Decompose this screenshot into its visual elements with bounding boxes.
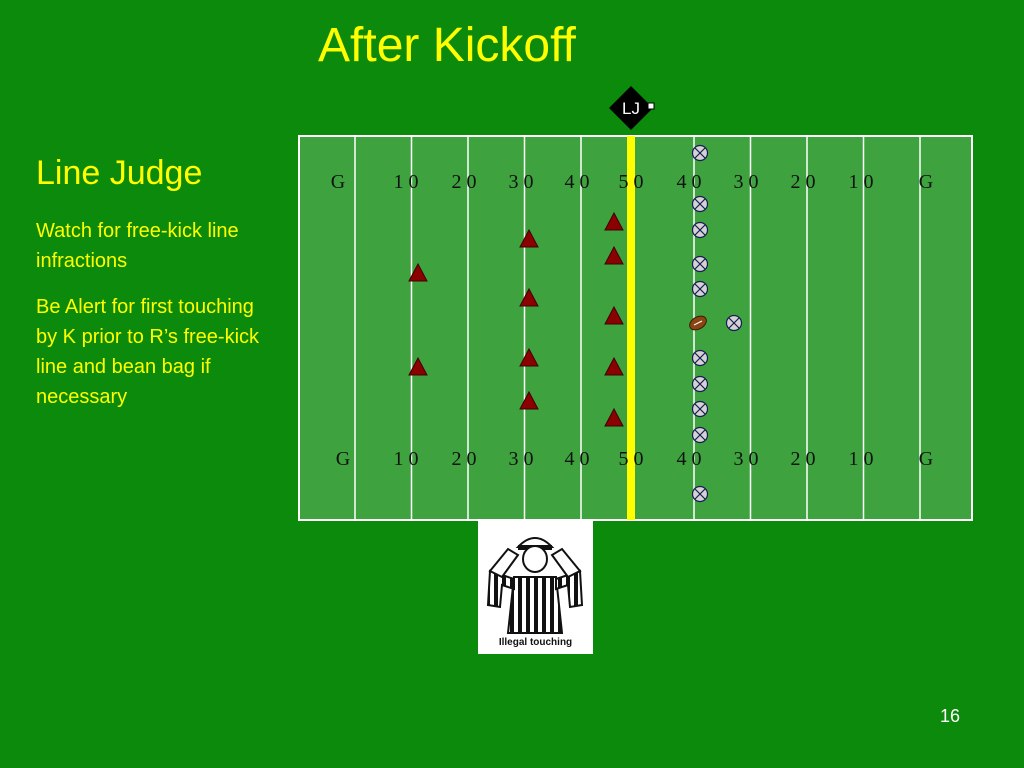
receiving-player-icon	[691, 195, 709, 213]
yard-label: 5 0	[619, 171, 644, 193]
player-cross	[694, 147, 706, 159]
yard-label: 4 0	[677, 448, 702, 470]
signal-caption: Illegal touching	[498, 637, 573, 648]
yard-label: G	[919, 448, 933, 470]
official-label: LJ	[622, 99, 640, 118]
kicking-player-icon	[519, 390, 539, 410]
player-cross	[694, 352, 706, 364]
kicking-player-icon	[408, 262, 428, 282]
yard-label: 3 0	[509, 448, 534, 470]
slide-title: After Kickoff	[318, 19, 576, 72]
receiving-player-icon	[691, 144, 709, 162]
kicking-player-icon	[408, 356, 428, 376]
receiving-player-icon	[691, 375, 709, 393]
receiving-player-icon	[691, 485, 709, 503]
receiving-team	[691, 144, 743, 503]
yard-label: G	[919, 171, 933, 193]
yard-label: 4 0	[565, 448, 590, 470]
yard-lines	[354, 136, 921, 520]
kicking-team	[408, 211, 624, 427]
slide-subtitle: Line Judge	[36, 154, 203, 192]
kicking-player-icon	[519, 287, 539, 307]
receiving-player-icon	[691, 426, 709, 444]
yard-label: 1 0	[849, 171, 874, 193]
player-cross	[694, 488, 706, 500]
yard-label: 2 0	[452, 448, 477, 470]
player-cross	[694, 378, 706, 390]
kicking-player-icon	[604, 211, 624, 231]
paragraph-free-kick-infractions: Watch for free-kick line infractions	[36, 220, 239, 272]
receiving-player-icon	[691, 255, 709, 273]
referee-illegal-touching-signal-icon	[486, 537, 584, 634]
line-judge-marker: LJ	[609, 86, 655, 130]
yard-label: 1 0	[849, 448, 874, 470]
player-cross	[694, 258, 706, 270]
receiving-player-icon	[691, 400, 709, 418]
yard-label: 3 0	[734, 448, 759, 470]
yard-label: 4 0	[677, 171, 702, 193]
kicking-player-icon	[604, 245, 624, 265]
player-cross	[694, 283, 706, 295]
receiving-player-icon	[691, 349, 709, 367]
paragraph-first-touching: Be Alert for first touching by K prior t…	[36, 296, 260, 408]
kicking-player-icon	[604, 356, 624, 376]
kicking-player-icon	[604, 305, 624, 325]
illegal-touching-signal: Illegal touching	[478, 521, 593, 654]
yard-label: G	[331, 171, 345, 193]
slide-number: 16	[940, 706, 961, 726]
player-cross	[694, 403, 706, 415]
yard-label: G	[336, 448, 350, 470]
kicking-player-icon	[519, 228, 539, 248]
yard-label: 1 0	[394, 448, 419, 470]
bean-bag-icon	[647, 102, 655, 110]
player-cross	[728, 317, 740, 329]
receiving-player-icon	[691, 280, 709, 298]
yard-label: 3 0	[509, 171, 534, 193]
yard-label: 2 0	[452, 171, 477, 193]
kicking-player-icon	[604, 407, 624, 427]
receiving-player-icon	[691, 221, 709, 239]
official-diamond-icon	[609, 86, 653, 130]
player-cross	[694, 429, 706, 441]
yard-label: 5 0	[619, 448, 644, 470]
yard-label: 1 0	[394, 171, 419, 193]
kicking-player-icon	[519, 347, 539, 367]
receiving-player-icon	[725, 314, 743, 332]
player-cross	[694, 198, 706, 210]
yard-label: 4 0	[565, 171, 590, 193]
football-icon	[689, 315, 707, 331]
player-cross	[694, 224, 706, 236]
yard-label: 2 0	[791, 171, 816, 193]
yard-label: 3 0	[734, 171, 759, 193]
yard-labels-top: G 1 0 2 0 3 0 4 0 5 0 4 0 3 0 2 0 1 0 G	[331, 171, 933, 193]
yard-label: 2 0	[791, 448, 816, 470]
yard-labels-bottom: G 1 0 2 0 3 0 4 0 5 0 4 0 3 0 2 0 1 0 G	[336, 448, 933, 470]
